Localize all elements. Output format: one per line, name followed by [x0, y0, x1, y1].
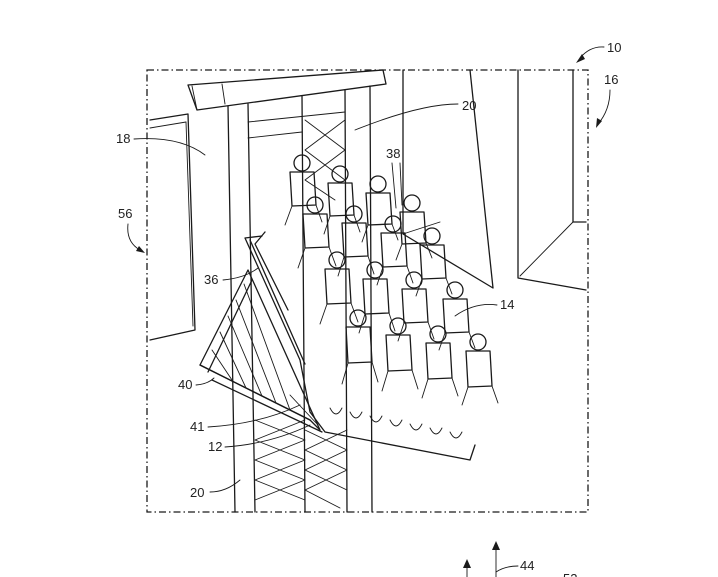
right-screen-panel	[402, 69, 587, 291]
enclosure-boundary	[146, 69, 589, 513]
seat-row	[341, 309, 499, 406]
ref-label-52: 52	[563, 571, 577, 577]
ref-label-38: 38	[386, 146, 400, 161]
footrests	[329, 407, 463, 439]
ref-label-56: 56	[118, 206, 132, 221]
overhead-beam	[187, 69, 387, 111]
ref-10: 10	[576, 40, 621, 63]
ref-56: 56	[118, 206, 145, 253]
seat-row	[297, 196, 453, 297]
ref-label-40: 40	[178, 377, 192, 392]
rider	[323, 165, 361, 235]
ref-label-36: 36	[204, 272, 218, 287]
ref-label-12: 12	[208, 439, 222, 454]
ref-44: 44	[463, 541, 534, 577]
ref-18: 18	[116, 131, 206, 156]
rider	[461, 333, 499, 406]
rider	[421, 325, 459, 399]
rider	[319, 251, 359, 325]
rider	[376, 215, 414, 286]
rider	[381, 317, 419, 392]
ride-seats	[284, 154, 499, 439]
seat-row	[284, 154, 433, 261]
ref-label-18: 18	[116, 131, 130, 146]
rider	[358, 261, 396, 334]
ref-36: 36	[204, 267, 259, 287]
rider	[341, 309, 379, 385]
rider	[297, 196, 337, 269]
ref-12: 12	[208, 424, 311, 454]
seat-row	[319, 251, 476, 351]
ref-38: 38	[386, 146, 403, 209]
tilting-platform	[244, 231, 476, 461]
ref-16: 16	[596, 72, 618, 128]
support-arm-truss	[199, 269, 323, 433]
rider	[337, 205, 375, 277]
rider	[397, 271, 435, 342]
ref-41: 41	[190, 404, 301, 434]
rider	[395, 194, 433, 261]
rider	[415, 227, 453, 297]
ref-52: 52	[563, 571, 577, 577]
ref-label-10: 10	[607, 40, 621, 55]
left-screen-panel	[149, 113, 196, 341]
ref-label-14: 14	[500, 297, 514, 312]
ref-20-bottom: 20	[190, 479, 241, 500]
ref-label-44: 44	[520, 558, 534, 573]
ref-label-41: 41	[190, 419, 204, 434]
ref-label-20-bottom: 20	[190, 485, 204, 500]
rider	[284, 154, 323, 226]
ref-label-20-top: 20	[462, 98, 476, 113]
ref-20-top: 20	[354, 98, 476, 131]
ref-label-16: 16	[604, 72, 618, 87]
ref-40: 40	[178, 377, 215, 392]
ref-14: 14	[454, 297, 514, 317]
